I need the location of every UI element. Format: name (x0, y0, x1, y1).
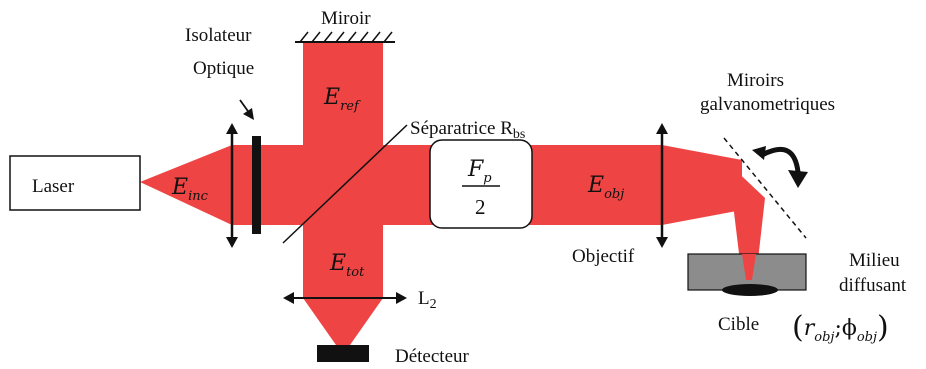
detector-label: Détecteur (395, 346, 470, 367)
beam-reference-arm (303, 42, 383, 145)
isolator-label-line1: Isolateur (185, 25, 252, 46)
isolator-label-line2: Optique (193, 58, 254, 79)
rotation-arrow-icon (752, 146, 808, 188)
isolator-pointer-arrow (239, 99, 254, 120)
mirror-label: Miroir (321, 8, 371, 29)
field-e-obj: Eobj (587, 173, 624, 202)
target-object (722, 284, 778, 296)
splitter-label: Séparatrice Rbs (410, 118, 525, 142)
galvo-label-line2: galvanometriques (700, 94, 835, 115)
fraction-denominator: 2 (475, 195, 486, 219)
field-e-ref: Eref (323, 85, 361, 114)
reference-mirror (295, 31, 395, 43)
objective-lens (656, 123, 668, 248)
beam-detector-cone (303, 298, 383, 345)
phase-element-box (429, 139, 533, 229)
field-e-inc: Einc (171, 175, 209, 204)
beam-detection-arm (303, 225, 383, 298)
beam-splitter (282, 124, 408, 244)
lens-l2-label: L2 (418, 288, 437, 312)
target-coordinates: (robj;ϕobj) (792, 310, 889, 345)
beam-to-galvo (662, 145, 742, 225)
beam-in-medium (742, 254, 756, 280)
laser-box (9, 155, 141, 211)
objective-label: Objectif (572, 246, 635, 267)
laser-label: Laser (32, 176, 75, 197)
lens-l2 (283, 292, 407, 304)
galvo-mirror (723, 137, 807, 239)
galvo-label-line1: Miroirs (727, 70, 784, 91)
fraction-numerator: Fp (467, 157, 492, 186)
medium-label-line1: Milieu (849, 250, 900, 271)
beam-incident-cone (140, 145, 232, 225)
lens-input (226, 123, 238, 248)
beam-to-target (728, 163, 765, 278)
optical-isolator (252, 136, 261, 234)
target-label: Cible (718, 314, 759, 335)
detector (317, 345, 369, 362)
field-e-tot: Etot (329, 251, 365, 280)
medium-label-line2: diffusant (839, 275, 907, 296)
